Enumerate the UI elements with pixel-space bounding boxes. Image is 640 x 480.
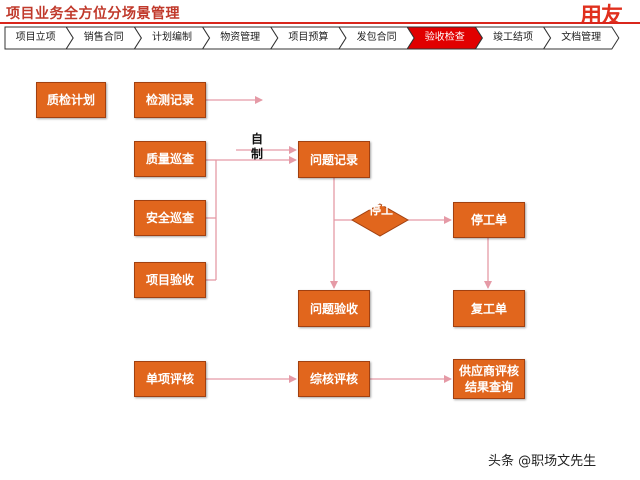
nav-step-label: 项目预算 <box>288 32 329 43</box>
brand-logo: 用友 <box>580 4 623 22</box>
nav-step-label: 销售合同 <box>83 32 124 43</box>
watermark: 头条 @职场文先生 <box>488 454 597 469</box>
quality-plan-box: 质检计划 <box>36 82 106 118</box>
nav-step-label: 竣工结项 <box>492 32 533 43</box>
nav-step-label: 计划编制 <box>151 32 192 43</box>
single-review-box: 单项评核 <box>134 361 206 397</box>
nav-step-9[interactable] <box>542 26 620 50</box>
page-title: 项目业务全方位分场景管理 <box>6 6 180 22</box>
self-made-label: 自制 <box>251 132 264 161</box>
nav-step-label: 发包合同 <box>356 32 397 43</box>
comprehensive-review-box: 综核评核 <box>298 361 370 397</box>
stop-decision-diamond <box>350 203 410 237</box>
project-acceptance-box: 项目验收 <box>134 262 206 298</box>
process-nav-arrows <box>4 26 620 50</box>
nav-step-label: 项目立项 <box>15 32 56 43</box>
issue-acceptance-box: 问题验收 <box>298 290 370 327</box>
process-nav: 项目立项 销售合同 计划编制 物资管理 项目预算 发包合同 验收检查 竣工结项 文档管理 <box>0 26 640 50</box>
stop-order-box: 停工单 <box>453 202 525 238</box>
inspection-record-box: 检测记录 <box>134 82 206 118</box>
quality-patrol-box: 质量巡查 <box>134 141 206 177</box>
issue-record-box: 问题记录 <box>298 141 370 178</box>
supplier-review-query-box: 供应商评核结果查询 <box>453 359 525 399</box>
safety-patrol-box: 安全巡查 <box>134 200 206 236</box>
nav-step-label: 文档管理 <box>561 32 602 43</box>
resume-order-box: 复工单 <box>453 290 525 327</box>
title-divider <box>0 22 640 24</box>
nav-step-label: 验收检查 <box>424 32 465 43</box>
stop-decision-label: 停工 <box>368 203 393 217</box>
nav-step-label: 物资管理 <box>220 32 261 43</box>
